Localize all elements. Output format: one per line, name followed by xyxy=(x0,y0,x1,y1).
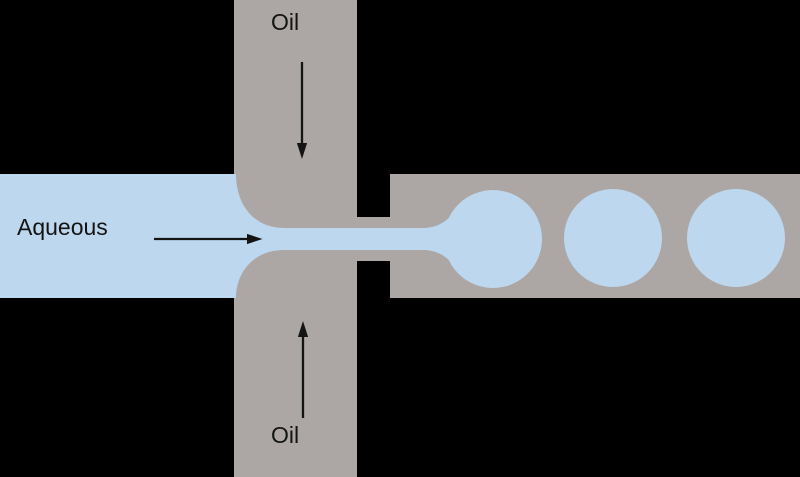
oil-bottom-label: Oil xyxy=(271,422,299,448)
oil-bottom-flow-arrow-icon xyxy=(297,321,309,418)
arrow-head-down-icon xyxy=(296,143,308,159)
aqueous-flow-arrow-icon xyxy=(154,233,263,245)
droplet-1 xyxy=(564,189,662,287)
aqueous-label: Aqueous xyxy=(17,214,108,240)
oil-top-flow-arrow-icon xyxy=(296,62,308,159)
droplet-2 xyxy=(687,189,785,287)
droplet-forming xyxy=(444,190,542,288)
oil-top-label: Oil xyxy=(271,9,299,35)
arrow-head-right-icon xyxy=(247,233,263,245)
aqueous-channel xyxy=(0,174,493,298)
arrow-head-up-icon xyxy=(297,321,309,337)
